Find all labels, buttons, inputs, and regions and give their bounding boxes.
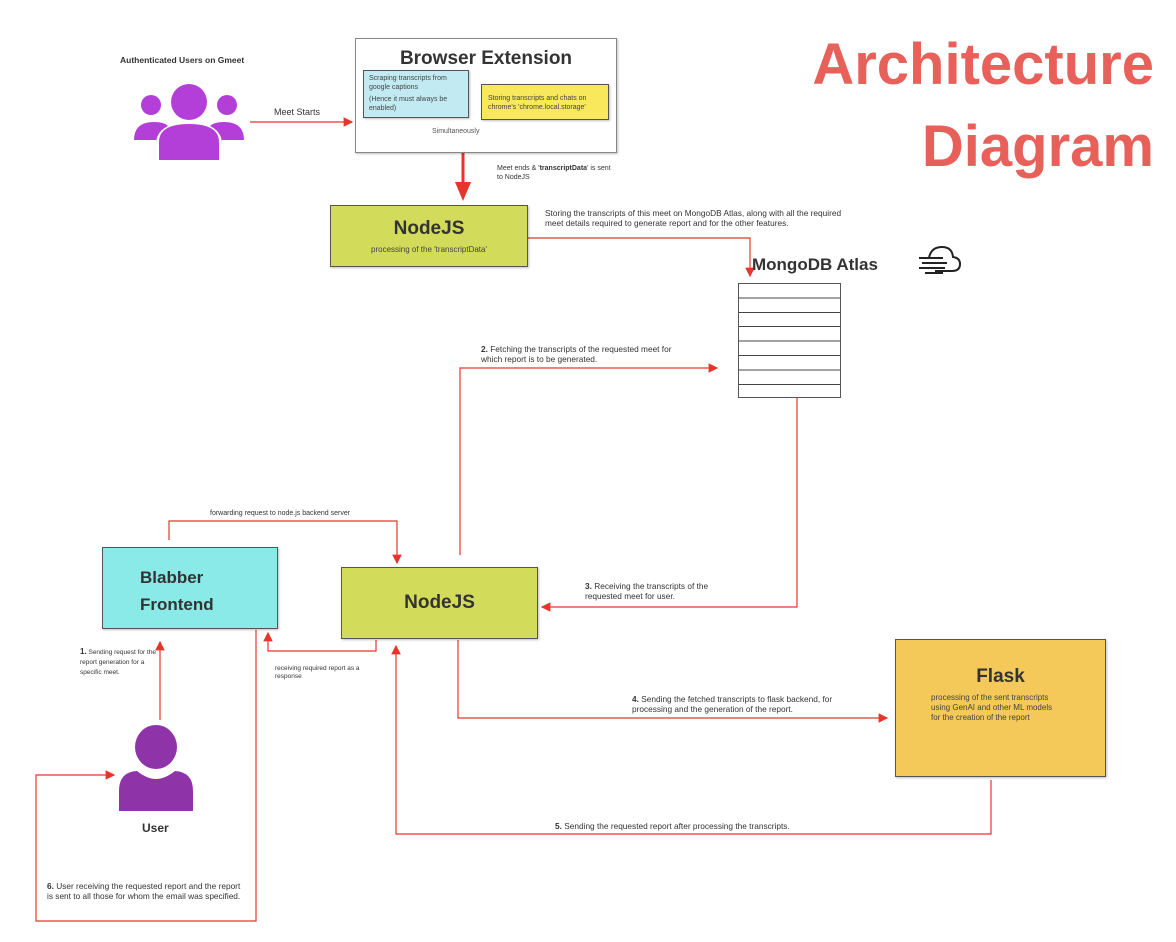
meet-ends-suffix: ' is sent to NodeJS [497, 165, 611, 181]
step4-num: 4. [632, 694, 639, 704]
flask-text: processing of the sent transcripts using… [931, 693, 1053, 722]
step1-text: Sending request for the report generatio… [80, 649, 157, 676]
arrow-step4 [457, 640, 889, 723]
arrow-step2 [459, 363, 719, 555]
step6-text: User receiving the requested report and … [47, 881, 241, 901]
meet-ends-label: Meet ends & 'transcriptData' is sent to … [497, 164, 612, 182]
title-line2: Diagram [921, 114, 1154, 179]
nodejs-top-title: NodeJS [393, 218, 465, 239]
user-icon [119, 725, 193, 811]
step5-label: 5. Sending the requested report after pr… [555, 821, 790, 831]
store-box: Storing transcripts and chats on chrome'… [481, 84, 609, 120]
frontend-line2: Frontend [140, 595, 214, 614]
cloud-icon [919, 245, 961, 274]
step3-text: Receiving the transcripts of the request… [585, 581, 709, 601]
step4-label: 4. Sending the fetched transcripts to fl… [632, 694, 872, 714]
step1-label: 1. Sending request for the report genera… [80, 647, 160, 678]
user-label: User [142, 821, 169, 835]
flask-box: Flask processing of the sent transcripts… [895, 639, 1106, 777]
arrow-step3 [540, 398, 798, 612]
meet-ends-bold: transcriptData [539, 165, 588, 172]
arrow-store-mongodb [528, 237, 755, 278]
scrape-note: (Hence it must always be enabled) [369, 96, 448, 112]
title: Architecture Diagram [812, 24, 1154, 188]
simultaneously-label: Simultaneously [432, 128, 480, 135]
step6-label: 6. User receiving the requested report a… [47, 881, 242, 901]
nodejs-main-title: NodeJS [404, 592, 475, 613]
step3-label: 3. Receiving the transcripts of the requ… [585, 581, 745, 601]
step1-num: 1. [80, 647, 87, 656]
step2-text: Fetching the transcripts of the requeste… [481, 344, 672, 364]
step2-num: 2. [481, 344, 488, 354]
meet-starts-label: Meet Starts [274, 107, 321, 117]
step4-text: Sending the fetched transcripts to flask… [632, 694, 833, 714]
scrape-box: Scraping transcripts from google caption… [363, 70, 469, 118]
frontend-box: Blabber Frontend [102, 547, 278, 629]
flask-title: Flask [976, 666, 1025, 687]
arrow-step5 [391, 644, 992, 835]
step2-label: 2. Fetching the transcripts of the reque… [481, 344, 681, 364]
storing-note: Storing the transcripts of this meet on … [545, 208, 842, 228]
step5-num: 5. [555, 821, 562, 831]
mongodb-label: MongoDB Atlas [752, 255, 878, 274]
meet-ends-prefix: Meet ends & ' [497, 165, 540, 172]
arrow-forwarding [168, 520, 402, 565]
step6-num: 6. [47, 881, 54, 891]
nodejs-main-box: NodeJS [341, 567, 538, 639]
mongodb-table [738, 283, 841, 398]
nodejs-top-box: NodeJS processing of the 'transcriptData… [330, 205, 528, 267]
frontend-line1: Blabber [140, 568, 204, 587]
title-line1: Architecture [812, 32, 1154, 97]
users-group-label: Authenticated Users on Gmeet [120, 55, 245, 65]
store-text: Storing transcripts and chats on chrome'… [488, 95, 587, 111]
scrape-text: Scraping transcripts from google caption… [369, 75, 447, 91]
forwarding-label: forwarding request to node.js backend se… [210, 510, 351, 517]
receiving-report-label: receiving required report as a response [275, 665, 360, 680]
arrow-step6 [35, 630, 257, 922]
browser-extension-title: Browser Extension [399, 48, 573, 69]
users-group-icon [134, 84, 244, 160]
arrow-receiving-report [263, 631, 377, 652]
nodejs-top-subtitle: processing of the 'transcriptData' [371, 245, 487, 254]
step3-num: 3. [585, 581, 592, 591]
step5-text: Sending the requested report after proce… [561, 821, 790, 831]
